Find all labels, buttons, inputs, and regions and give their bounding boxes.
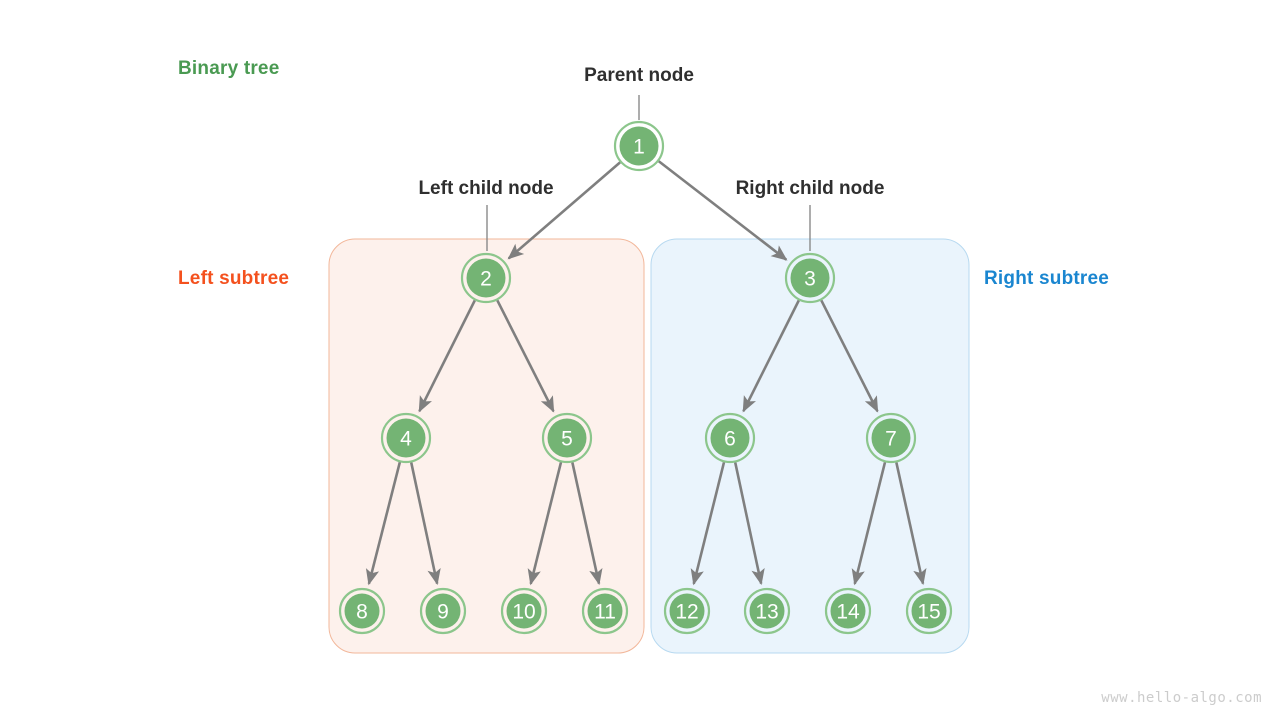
tree-node-8[interactable]: 8 bbox=[338, 587, 386, 635]
node-value: 12 bbox=[675, 601, 698, 624]
tree-edge-5-11 bbox=[571, 462, 603, 586]
node-ring bbox=[581, 587, 629, 635]
node-fill bbox=[466, 258, 506, 298]
tree-edge-3-6 bbox=[742, 299, 800, 413]
node-fill bbox=[587, 593, 623, 629]
right-subtree-label: Right subtree bbox=[984, 268, 1110, 289]
node-value: 10 bbox=[512, 601, 535, 624]
tree-node-10[interactable]: 10 bbox=[500, 587, 548, 635]
node-fill bbox=[386, 418, 426, 458]
tree-edge-3-7 bbox=[820, 299, 879, 413]
tree-edge-7-14 bbox=[851, 461, 887, 586]
node-fill bbox=[830, 593, 866, 629]
annotation-right-child-node: Right child node bbox=[736, 178, 885, 199]
node-ring bbox=[865, 412, 917, 464]
tree-edge-6-12 bbox=[690, 461, 726, 586]
node-fill bbox=[669, 593, 705, 629]
tree-node-11[interactable]: 11 bbox=[581, 587, 629, 635]
node-ring bbox=[824, 587, 872, 635]
subtree-panels bbox=[328, 238, 970, 654]
node-ring bbox=[338, 587, 386, 635]
tree-edge-4-9 bbox=[409, 462, 441, 586]
node-value: 2 bbox=[480, 268, 492, 291]
tree-node-5[interactable]: 5 bbox=[541, 412, 593, 464]
annotation-parent-node: Parent node bbox=[584, 65, 694, 86]
tree-node-4[interactable]: 4 bbox=[380, 412, 432, 464]
title-binary-tree: Binary tree bbox=[178, 58, 280, 79]
node-fill bbox=[425, 593, 461, 629]
node-value: 1 bbox=[633, 136, 645, 159]
node-value: 14 bbox=[836, 601, 860, 624]
tree-node-14[interactable]: 14 bbox=[824, 587, 872, 635]
tree-node-1[interactable]: 1 bbox=[613, 120, 665, 172]
node-ring bbox=[613, 120, 665, 172]
node-fill bbox=[871, 418, 911, 458]
node-ring bbox=[541, 412, 593, 464]
tree-edges bbox=[365, 160, 927, 586]
node-fill bbox=[547, 418, 587, 458]
tree-node-9[interactable]: 9 bbox=[419, 587, 467, 635]
tree-node-3[interactable]: 3 bbox=[784, 252, 836, 304]
node-value: 8 bbox=[356, 601, 368, 624]
node-fill bbox=[790, 258, 830, 298]
tree-node-13[interactable]: 13 bbox=[743, 587, 791, 635]
node-fill bbox=[619, 126, 659, 166]
annotation-left-child-node: Left child node bbox=[418, 178, 553, 199]
node-value: 13 bbox=[755, 601, 778, 624]
tree-edge-2-5 bbox=[496, 299, 555, 413]
node-fill bbox=[911, 593, 947, 629]
tree-edge-1-3 bbox=[657, 160, 788, 261]
node-ring bbox=[663, 587, 711, 635]
node-value: 15 bbox=[917, 601, 940, 624]
node-ring bbox=[743, 587, 791, 635]
node-ring bbox=[380, 412, 432, 464]
node-ring bbox=[500, 587, 548, 635]
tree-edge-7-15 bbox=[895, 462, 927, 586]
node-value: 7 bbox=[885, 428, 897, 451]
tree-node-2[interactable]: 2 bbox=[460, 252, 512, 304]
node-ring bbox=[905, 587, 953, 635]
tree-node-12[interactable]: 12 bbox=[663, 587, 711, 635]
tree-node-15[interactable]: 15 bbox=[905, 587, 953, 635]
node-value: 5 bbox=[561, 428, 573, 451]
node-ring bbox=[784, 252, 836, 304]
node-fill bbox=[506, 593, 542, 629]
node-ring bbox=[460, 252, 512, 304]
tree-node-6[interactable]: 6 bbox=[704, 412, 756, 464]
tree-edge-6-13 bbox=[733, 462, 765, 586]
tree-edge-2-4 bbox=[418, 299, 476, 413]
left-subtree-label: Left subtree bbox=[178, 268, 290, 289]
node-ring bbox=[419, 587, 467, 635]
tree-node-7[interactable]: 7 bbox=[865, 412, 917, 464]
node-value: 3 bbox=[804, 268, 816, 291]
node-value: 4 bbox=[400, 428, 412, 451]
node-fill bbox=[749, 593, 785, 629]
node-fill bbox=[710, 418, 750, 458]
tree-edge-1-2 bbox=[507, 161, 621, 260]
watermark: www.hello-algo.com bbox=[1101, 690, 1262, 706]
node-fill bbox=[344, 593, 380, 629]
tree-edge-4-8 bbox=[365, 461, 402, 586]
tree-edge-5-10 bbox=[527, 461, 563, 586]
node-value: 9 bbox=[437, 601, 449, 624]
node-ring bbox=[704, 412, 756, 464]
node-value: 11 bbox=[594, 601, 616, 624]
node-value: 6 bbox=[724, 428, 736, 451]
